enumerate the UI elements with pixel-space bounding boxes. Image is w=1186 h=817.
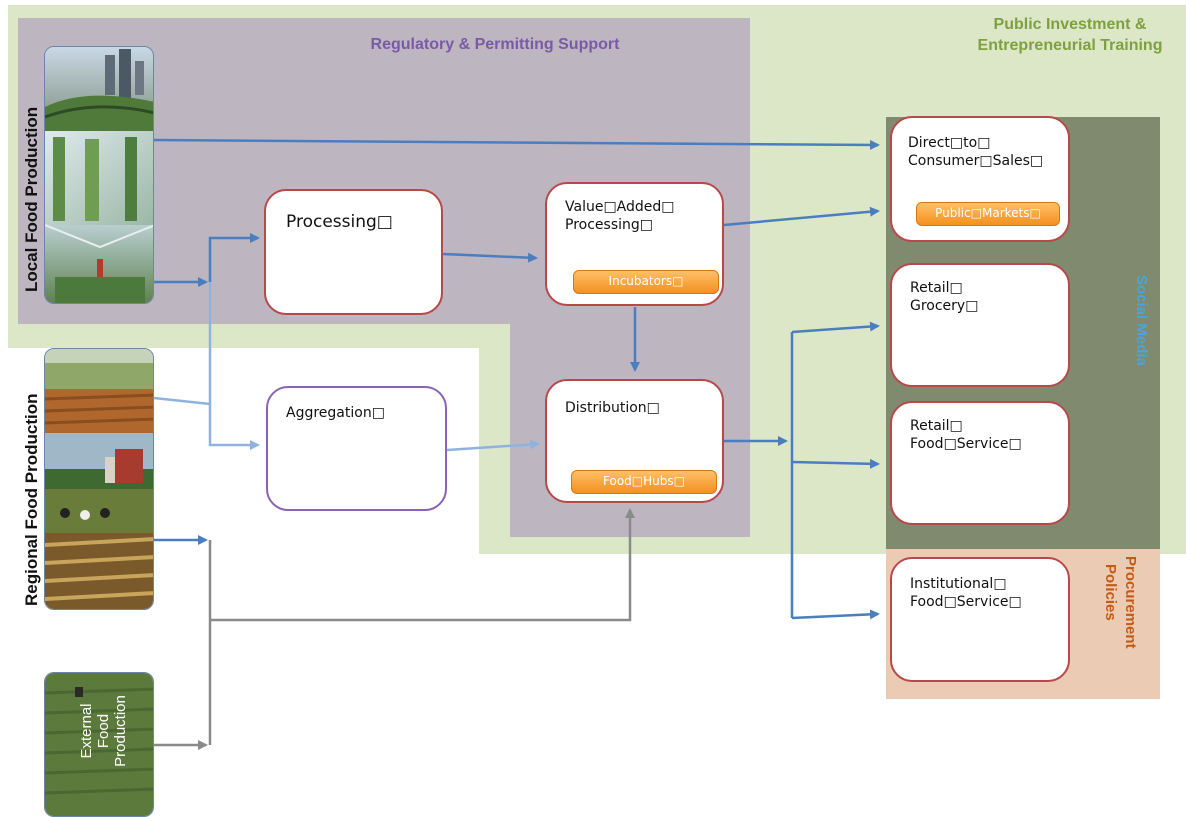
- arrow-to-grocery: [791, 321, 880, 334]
- arrow-aggregation-to-distribution: [446, 439, 540, 452]
- arrow-to-aggregation: [208, 282, 260, 450]
- arrow-to-distribution-gray: [210, 508, 635, 622]
- retail-food-service-node: Retail□ Food□Service□: [890, 401, 1070, 525]
- institutional-label: Institutional□ Food□Service□: [910, 576, 1022, 611]
- value-added-node: Value□Added□ Processing□ Incubators□: [545, 182, 724, 306]
- arrow-processing-to-value: [442, 252, 538, 263]
- regional-photo-graphic: [45, 349, 153, 609]
- processing-label: Processing□: [286, 212, 393, 232]
- external-production-photo: [44, 672, 154, 817]
- retail-food-service-label: Retail□ Food□Service□: [910, 418, 1022, 453]
- aggregation-label: Aggregation□: [286, 405, 385, 421]
- arrow-to-processing: [208, 233, 260, 282]
- retail-grocery-node: Retail□ Grocery□: [890, 263, 1070, 387]
- value-added-label: Value□Added□ Processing□: [565, 199, 675, 234]
- external-photo-graphic: [45, 673, 153, 816]
- local-production-photos: [44, 46, 154, 304]
- arrow-to-institutional: [791, 609, 880, 620]
- retail-grocery-label: Retail□ Grocery□: [910, 280, 979, 315]
- aggregation-node: Aggregation□: [266, 386, 447, 511]
- arrow-local-to-direct: [153, 138, 880, 150]
- institutional-node: Institutional□ Food□Service□: [890, 557, 1070, 682]
- public-markets-pill: Public□Markets□: [916, 202, 1060, 226]
- arrow-to-retail-food: [791, 458, 880, 469]
- arrow-regional-light: [153, 396, 211, 406]
- distribution-node: Distribution□ Food□Hubs□: [545, 379, 724, 503]
- incubators-pill: Incubators□: [573, 270, 719, 294]
- regulatory-title: Regulatory & Permitting Support: [370, 36, 620, 53]
- food-hubs-pill: Food□Hubs□: [571, 470, 717, 494]
- public-investment-title: Public Investment & Entrepreneurial Trai…: [950, 14, 1186, 56]
- direct-sales-label: Direct□to□ Consumer□Sales□: [908, 135, 1044, 170]
- regional-production-photos: [44, 348, 154, 610]
- direct-sales-node: Direct□to□ Consumer□Sales□ Public□Market…: [890, 116, 1070, 242]
- distribution-label: Distribution□: [565, 400, 660, 416]
- arrow-value-to-direct: [723, 206, 880, 227]
- public-investment-line2: Entrepreneurial Training: [977, 37, 1163, 54]
- processing-node: Processing□: [264, 189, 443, 315]
- local-photo-graphic: [45, 47, 153, 303]
- public-investment-line1: Public Investment &: [993, 16, 1147, 33]
